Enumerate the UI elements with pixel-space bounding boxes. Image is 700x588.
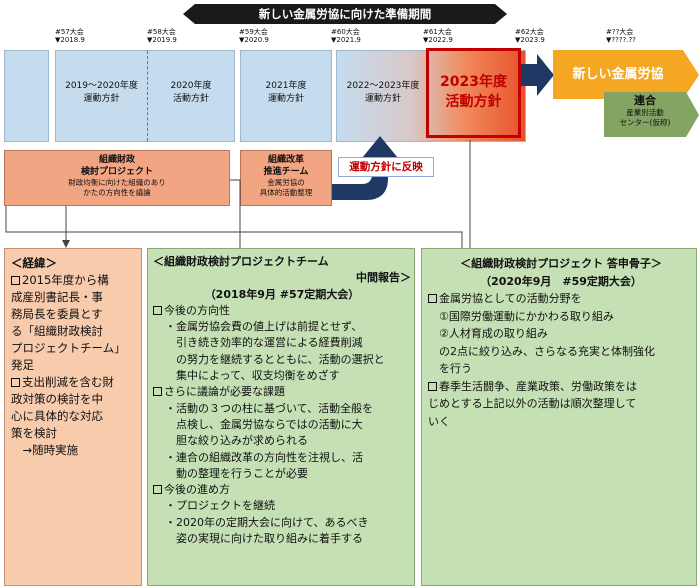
policy-2019-2020-text: 2019～2020年度運動方針	[65, 81, 138, 104]
convention-marker: #61大会▼2022.9	[423, 28, 453, 44]
report-outline-content: ＜組織財政検討プロジェクト 答申骨子＞ （2020年9月 #59定期大会） 金属…	[428, 255, 694, 430]
convention-marker: #59大会▼2020.9	[239, 28, 269, 44]
timeline-box-2022-2023: 2022～2023年度運動方針	[336, 50, 526, 142]
convention-marker: #57大会▼2018.9	[55, 28, 85, 44]
interim-subtitle: 中間報告＞	[356, 271, 411, 285]
report-title: ＜組織財政検討プロジェクト 答申骨子＞	[460, 257, 662, 270]
list-item: ②人材育成の取り組み	[428, 327, 548, 340]
report-date: （2020年9月 #59定期大会）	[480, 274, 642, 288]
interim-report-content: ＜組織財政検討プロジェクトチーム 中間報告＞ （2018年9月 #57定期大会）…	[153, 254, 411, 547]
interim-report-panel: ＜組織財政検討プロジェクトチーム 中間報告＞ （2018年9月 #57定期大会）…	[147, 248, 415, 586]
list-item: 春季生活闘争、産業政策、労働政策をは じめとする上記以外の活動は順次整理して い…	[428, 379, 637, 428]
highlight-2023-activity-policy: 2023年度活動方針	[426, 48, 521, 138]
list-item: の2点に絞り込み、さらなる充実と体制強化 を行う	[428, 344, 655, 376]
new-org-arrow-shape	[553, 50, 699, 99]
reform-team-box: 組織改革 推進チーム 金属労協の 具体的活動整理	[240, 150, 332, 206]
bullet-item: ・活動の３つの柱に基づいて、活動全般を 点検し、金属労協ならではの活動に大 胆な…	[165, 401, 374, 448]
section-heading: 今後の方向性	[153, 303, 411, 319]
interim-date: （2018年9月 #57定期大会）	[204, 287, 360, 301]
report-outline-panel: ＜組織財政検討プロジェクト 答申骨子＞ （2020年9月 #59定期大会） 金属…	[421, 248, 697, 586]
reflect-arrow	[332, 136, 398, 200]
banner-left-arrow	[183, 4, 195, 24]
federation-label: 連合 産業別活動 センター(仮称)	[619, 94, 671, 127]
reform-team-text: 組織改革 推進チーム 金属労協の 具体的活動整理	[259, 155, 313, 197]
convention-marker: #58大会▼2019.9	[147, 28, 177, 44]
bullet-item: ・金属労協会費の値上げは前提とせず、 引き続き効率的な運営による経費削減 の努力…	[165, 320, 385, 383]
checkbox-marker-icon	[153, 485, 162, 495]
list-item: →随時実施	[11, 443, 79, 457]
federation-arrow-shape	[604, 92, 699, 137]
list-item: 支出削減を含む財 政対策の検討を中 心に具体的な対応 策を検討	[11, 375, 114, 440]
checkbox-marker-icon	[153, 387, 162, 397]
preparation-period-banner: 新しい金属労協に向けた準備期間	[195, 4, 495, 24]
convention-marker: #??大会▼????.??	[606, 28, 636, 44]
list-item: 金属労協としての活動分野を	[428, 290, 694, 308]
list-item: ①国際労働運動にかかわる取り組み	[428, 309, 614, 323]
policy-2020-text: 2020年度活動方針	[170, 81, 212, 104]
background-content: ＜経緯＞ 2015年度から構 成産別書記長・事 務局長を委員とす る「組織財政検…	[11, 255, 141, 459]
checkbox-marker-icon	[428, 381, 437, 391]
timeline-forward-arrow	[521, 54, 554, 96]
checkbox-marker-icon	[11, 276, 20, 285]
section-heading: さらに議論が必要な課題	[153, 384, 411, 400]
convention-marker: #62大会▼2023.9	[515, 28, 545, 44]
interim-title: ＜組織財政検討プロジェクトチーム	[153, 255, 329, 268]
checkbox-marker-icon	[11, 378, 20, 387]
bullet-item: ・2020年の定期大会に向けて、あるべき 姿の実現に向けた取り組みに着手する	[165, 515, 369, 546]
connector-lines	[5, 140, 471, 248]
new-org-label: 新しい金属労協	[572, 67, 664, 82]
background-panel: ＜経緯＞ 2015年度から構 成産別書記長・事 務局長を委員とす る「組織財政検…	[4, 248, 142, 586]
timeline-box-2021: 2021年度運動方針	[240, 50, 332, 142]
banner-right-arrow	[495, 4, 507, 24]
finance-project-box: 組織財政 検討プロジェクト 財政均衡に向けた組織のあり かたの方向性を議論	[4, 150, 230, 206]
convention-marker: #60大会▼2021.9	[331, 28, 361, 44]
bullet-item: ・プロジェクトを継続	[165, 499, 275, 513]
reflect-label: 運動方針に反映	[338, 157, 434, 177]
background-title: ＜経緯＞	[11, 256, 57, 270]
timeline-box-2018	[4, 50, 49, 142]
checkbox-marker-icon	[153, 305, 162, 315]
section-heading: 今後の進め方	[153, 482, 411, 498]
list-item: 2015年度から構 成産別書記長・事 務局長を委員とす る「組織財政検討 プロジ…	[11, 273, 126, 372]
policy-2021-text: 2021年度運動方針	[265, 81, 307, 104]
finance-project-text: 組織財政 検討プロジェクト 財政均衡に向けた組織のあり かたの方向性を議論	[68, 155, 166, 197]
checkbox-marker-icon	[428, 294, 437, 303]
divider	[147, 51, 148, 141]
bullet-item: ・連合の組織改革の方向性を注視し、活 動の整理を行うことが必要	[165, 450, 363, 480]
policy-2022-2023-text: 2022～2023年度運動方針	[346, 81, 420, 104]
timeline-box-2019-2020: 2019～2020年度運動方針 2020年度活動方針	[55, 50, 235, 142]
policy-2023-text: 2023年度活動方針	[440, 74, 507, 110]
